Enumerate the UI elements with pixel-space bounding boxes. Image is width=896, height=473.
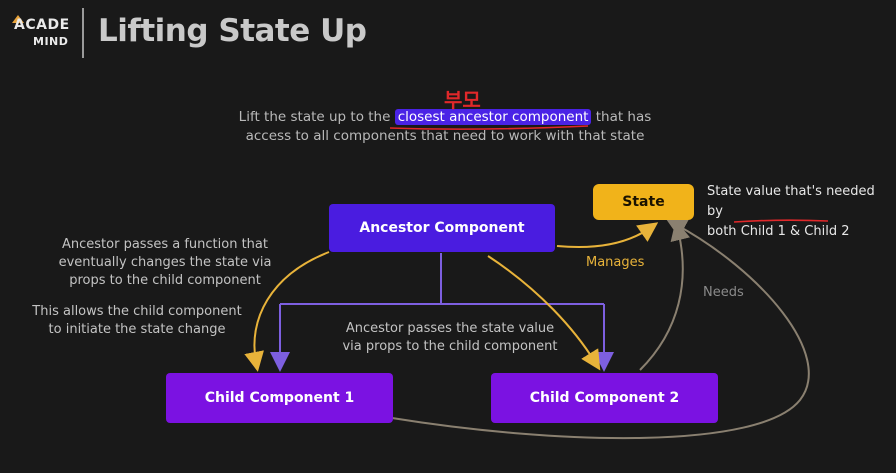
child-component-2-box: Child Component 2 [491,373,718,423]
logo-text-bottom: MIND [33,35,69,48]
value-arrow-child2 [487,255,601,371]
slide-title: Lifting State Up [98,13,367,49]
state-note-underline [733,219,829,223]
header-divider [82,8,84,58]
function-arrow-child1 [244,251,330,372]
note-function-props: Ancestor passes a function that eventual… [58,237,272,288]
child-component-1-box: Child Component 1 [166,373,393,423]
manages-arrow [556,222,659,249]
needs-arrow-child1 [391,219,810,440]
needs-arrow-child2 [639,220,691,371]
logo-accent-icon [12,15,24,23]
note-state-value-props: Ancestor passes the state value via prop… [342,321,558,354]
state-box: State [593,184,694,220]
label-manages: Manages [586,255,645,270]
note-state-needed: State value that's needed by both Child … [707,184,875,239]
ancestor-component-box: Ancestor Component [329,204,555,252]
korean-annotation: 부모 [444,88,481,112]
intro-text: Lift the state up to the closest ancesto… [238,109,652,144]
logo-text-top: ACADE [14,17,70,33]
label-needs: Needs [703,285,744,300]
highlight-closest-ancestor: closest ancestor component [394,109,592,125]
highlight-underline [389,125,589,130]
note-child-initiates: This allows the child component to initi… [32,304,242,337]
